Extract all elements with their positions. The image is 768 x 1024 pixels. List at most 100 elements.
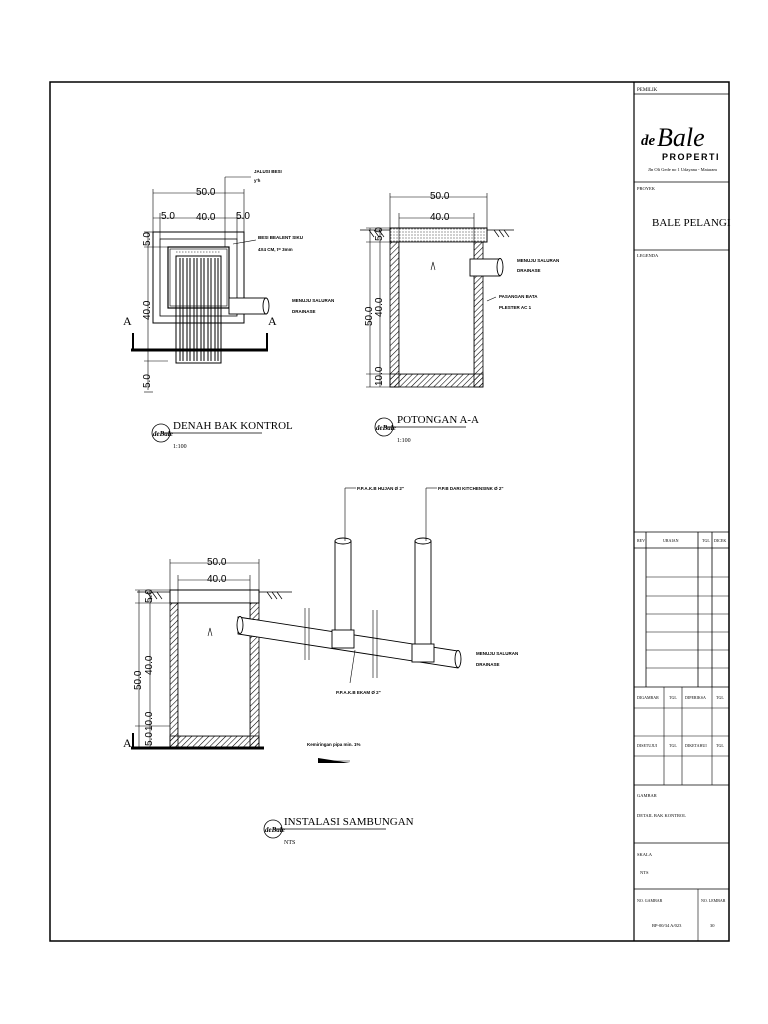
- scale-value: NTS: [640, 870, 649, 875]
- revision-table: REV URAIAN TGL DICEK: [634, 532, 729, 687]
- install-labels: 50.0 40.0 50.0 5.0 40.0 10.0 5.0 A P.P.A…: [123, 486, 518, 750]
- rev-header-rev: REV: [637, 538, 645, 543]
- drawing-name: DETAIL BAK KONTROL: [637, 813, 686, 818]
- sheet-no-label: NO. LEMBAR: [701, 898, 726, 903]
- svg-text:PROPERTI: PROPERTI: [662, 152, 720, 162]
- plan-note-outlet-2: DRAINASE: [292, 309, 316, 314]
- install-dim-v-mid: 40.0: [144, 655, 155, 675]
- project-label: PROYEK: [637, 186, 656, 191]
- plan-view: [131, 176, 270, 393]
- plan-dim-total: 50.0: [196, 187, 216, 198]
- install-cover-slab: [169, 589, 260, 604]
- plan-inner-box: [167, 246, 230, 309]
- install-section-mark: A: [123, 736, 132, 750]
- drawn-by-label: DIGAMBAR: [637, 695, 659, 700]
- install-title-text: INSTALASI SAMBUNGAN: [284, 816, 414, 828]
- plan-title-scale: 1:100: [173, 444, 187, 450]
- plan-section-mark-left: A: [123, 314, 132, 328]
- section-wall-left: [389, 241, 400, 388]
- section-labels: 50.0 40.0 50.0 5.0 40.0 10.0 MENUJU SALU…: [364, 191, 559, 386]
- section-title: deBale POTONGAN A-A 1:100: [374, 414, 479, 444]
- owner-address: Jln Oli Gede no 1 Udayana - Mataram: [648, 167, 717, 172]
- install-dim-v-bot: 5.0: [144, 732, 155, 746]
- plan-dim-left: 5.0: [161, 211, 175, 222]
- owner-label: PEMILIK: [637, 88, 658, 93]
- install-dim-v-low: 10.0: [144, 711, 155, 731]
- signature-block: DIGAMBAR TGL DIPERIKSA TGL DISETUJUI TGL…: [634, 687, 729, 785]
- section-title-text: POTONGAN A-A: [397, 414, 479, 426]
- title-block: PEMILIK de Bale PROPERTI Jln Oli Gede no…: [634, 88, 731, 941]
- install-note-slope: Kemiringan pipa min. 1%: [307, 742, 361, 747]
- drawing-label: GAMBAR: [637, 793, 657, 798]
- install-pipe-waste: P.P.A.K.B EKAM Ø 2": [336, 690, 381, 695]
- plan-grate-bars: [179, 258, 219, 361]
- section-dim-v-bot: 10.0: [374, 366, 385, 386]
- install-floor-slab: [169, 735, 260, 749]
- section-title-scale: 1:100: [397, 438, 411, 444]
- section-dim-total: 50.0: [430, 191, 450, 202]
- svg-text:Bale: Bale: [657, 123, 705, 152]
- install-dim-v-top: 5.0: [144, 589, 155, 603]
- plan-title-badge: deBale: [153, 430, 173, 438]
- plan-labels: 50.0 5.0 40.0 5.0 5.0 40.0 5.0 A A JALUS…: [123, 169, 334, 388]
- section-cover-slab: [389, 227, 488, 243]
- install-title: deBale INSTALASI SAMBUNGAN NTS: [263, 816, 414, 846]
- checked-date-label: TGL: [716, 695, 724, 700]
- plan-outer-wall: [152, 231, 245, 324]
- svg-text:de: de: [641, 133, 656, 149]
- plan-title-text: DENAH BAK KONTROL: [173, 420, 293, 432]
- plan-dim-mid: 40.0: [196, 212, 216, 223]
- plan-note-grate: JALUSI BESI: [254, 169, 282, 174]
- install-dim-inner: 40.0: [207, 574, 227, 585]
- drawn-date-label: TGL: [669, 695, 677, 700]
- scale-label: SKALA: [637, 852, 653, 857]
- install-title-badge: deBale: [265, 826, 285, 834]
- section-note-outlet: MENUJU SALURAN: [517, 258, 559, 263]
- legend-label: LEGENDA: [637, 253, 659, 258]
- section-note-wall-2: PLESTER AC 1: [499, 305, 532, 310]
- section-floor-slab: [389, 373, 484, 388]
- acknowledged-by-label: DIKETAHUI: [685, 743, 707, 748]
- section-dim-v-mid: 40.0: [374, 297, 385, 317]
- plan-grate-frame: [175, 255, 222, 364]
- section-outlet-pipe: [469, 258, 501, 277]
- install-note-outlet: MENUJU SALURAN: [476, 651, 518, 656]
- project-name: BALE PELANGI: [652, 217, 731, 229]
- plan-dim-right: 5.0: [236, 211, 250, 222]
- approved-date-label: TGL: [669, 743, 677, 748]
- sheet-no: 30: [710, 923, 715, 928]
- install-dim-v-total: 50.0: [133, 670, 144, 690]
- install-view: [131, 487, 462, 763]
- plan-section-mark-right: A: [268, 314, 277, 328]
- checked-by-label: DIPERIKSA: [685, 695, 706, 700]
- rev-header-check: DICEK: [714, 538, 726, 543]
- install-dim-total: 50.0: [207, 557, 227, 568]
- rev-header-desc: URAIAN: [663, 538, 679, 543]
- plan-note-outlet: MENUJU SALURAN: [292, 298, 334, 303]
- plan-note-rebar-2: 4X4 CM, t= 3mm: [258, 247, 293, 252]
- plan-dim-v-bot: 5.0: [142, 374, 153, 388]
- install-note-outlet-2: DRAINASE: [476, 662, 500, 667]
- approved-by-label: DISETUJUI: [637, 743, 658, 748]
- plan-note-rebar: BESI BEALENT SIKU: [258, 235, 303, 240]
- section-title-badge: deBale: [376, 424, 396, 432]
- rev-header-date: TGL: [702, 538, 710, 543]
- plan-note-grate-2: y'h: [254, 178, 261, 183]
- install-pipe-rain: P.P.A.K.B HUJAN Ø 2": [357, 486, 404, 491]
- acknowledged-date-label: TGL: [716, 743, 724, 748]
- drawing-no-label: NO. GAMBAR: [637, 898, 663, 903]
- plan-dim-v-mid: 40.0: [142, 300, 153, 320]
- install-ground-marks: [137, 591, 292, 600]
- section-dim-v-top: 5.0: [374, 227, 385, 241]
- sheet-border: [49, 81, 730, 942]
- install-wall-left: [169, 602, 179, 749]
- section-dim-v-total: 50.0: [364, 306, 375, 326]
- plan-dim-v-top: 5.0: [142, 232, 153, 246]
- section-note-outlet-2: DRAINASE: [517, 268, 541, 273]
- section-note-wall: PASANGAN BATA: [499, 294, 538, 299]
- section-view: [360, 193, 514, 388]
- install-title-scale: NTS: [284, 840, 295, 846]
- plan-title: deBale DENAH BAK KONTROL 1:100: [151, 420, 293, 450]
- section-dim-inner: 40.0: [430, 212, 450, 223]
